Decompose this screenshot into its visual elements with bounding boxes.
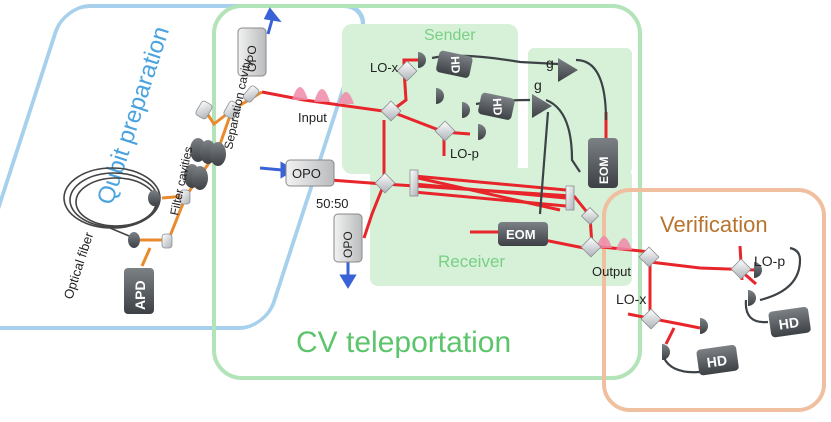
filter-cavities	[128, 138, 226, 248]
opo-bottom-label: OPO	[341, 231, 355, 258]
input-pulses	[292, 87, 354, 104]
hd-sender-2-label: HD	[490, 98, 505, 116]
receiver-title: Receiver	[438, 252, 505, 271]
hd-verify-2: HD	[696, 344, 739, 376]
photodiodes	[418, 52, 762, 360]
gain-label-1: g	[546, 55, 554, 71]
separation-cavity-label: Separation cavity	[221, 58, 254, 151]
optics	[161, 60, 752, 330]
opo-mid: OPO	[285, 159, 335, 187]
output-label: Output	[592, 264, 631, 279]
hd-verify-2-label: HD	[706, 352, 728, 371]
opo-top: OPO	[237, 27, 267, 77]
hd-sender-2: HD	[478, 92, 515, 120]
hd-verify-1-label: HD	[778, 314, 800, 333]
hd-verify-1: HD	[768, 306, 811, 338]
lo-p-sender-label: LO-p	[450, 146, 479, 161]
hd-sender-1-label: HD	[448, 56, 463, 74]
eom-horizontal-label: EOM	[506, 227, 536, 242]
apd-label: APD	[132, 280, 148, 310]
apd-detector: APD	[124, 268, 154, 314]
eom-horizontal: EOM	[498, 222, 548, 246]
cv-teleportation-title: CV teleportation	[296, 326, 511, 359]
lo-x-sender-label: LO-x	[370, 60, 399, 75]
beam-splitter-label: 50:50	[316, 196, 349, 211]
verification-title: Verification	[660, 212, 768, 237]
input-label: Input	[298, 110, 327, 125]
output-pulses	[596, 236, 632, 250]
verification-box	[602, 188, 826, 412]
lo-p-verify-label: LO-p	[754, 253, 785, 269]
pump-arrows	[259, 7, 357, 289]
optical-fiber-label: Optical fiber	[61, 230, 97, 301]
lo-x-verify-label: LO-x	[616, 291, 646, 307]
eom-vertical: EOM	[588, 138, 618, 188]
gain-label-2: g	[534, 77, 542, 93]
gain-amplifier-2	[532, 94, 552, 118]
sender-panel	[342, 24, 518, 174]
eom-vertical-label: EOM	[597, 157, 611, 184]
opo-mid-label: OPO	[292, 166, 321, 181]
opo-bottom: OPO	[333, 213, 363, 263]
gain-amplifier-1	[558, 58, 578, 82]
hd-sender-1: HD	[436, 50, 473, 78]
sender-title: Sender	[424, 27, 476, 44]
opo-top-label: OPO	[245, 45, 259, 72]
